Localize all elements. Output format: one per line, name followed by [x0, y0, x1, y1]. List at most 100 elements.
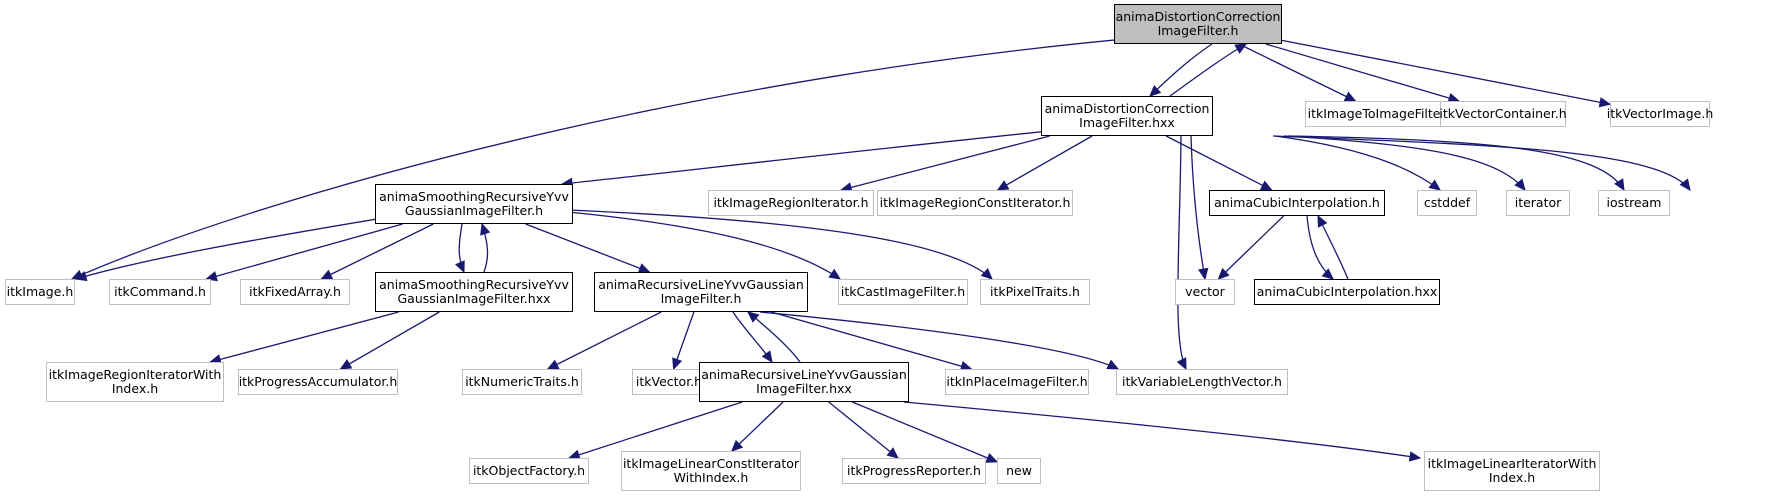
- arrowhead-root: [1234, 43, 1248, 54]
- arrowhead-itk-vector: [672, 357, 683, 371]
- node-itk-image-region-iterator-with-index[interactable]: itkImageRegionIteratorWith Index.h: [46, 362, 224, 402]
- arrowhead-line-h: [747, 311, 760, 323]
- edge-hxx-to-vector: [1190, 135, 1206, 280]
- node-new[interactable]: new: [997, 458, 1041, 484]
- edge-line-h-to-itk-numeric-traits: [547, 311, 662, 370]
- arrowhead-new: [985, 453, 999, 463]
- edge-hxx-to-cubic-h: [1165, 135, 1272, 191]
- arrowhead-itk-variable-length-vector: [1176, 357, 1187, 371]
- edge-line-h-to-itk-variable-length-vector: [759, 311, 1119, 370]
- edge-hxx-to-iterator: [1283, 135, 1526, 191]
- arrowhead-itk-image: [74, 270, 88, 282]
- edge-line-hxx-to-itk-progress-reporter: [828, 401, 899, 459]
- node-vector[interactable]: vector: [1175, 279, 1235, 305]
- edge-root-to-itk-image: [71, 32, 1198, 280]
- node-itk-progress-accumulator[interactable]: itkProgressAccumulator.h: [238, 369, 398, 395]
- edge-line-h-to-itk-in-place-image-filter: [771, 311, 972, 370]
- node-line-h[interactable]: animaRecursiveLineYvvGaussian ImageFilte…: [594, 272, 808, 312]
- edge-hxx-to-itk-image-linear-iterator-with-index: [1272, 135, 1691, 191]
- node-itk-image-region-const-iterator[interactable]: itkImageRegionConstIterator.h: [877, 190, 1073, 216]
- edge-smooth-h-to-itk-command: [206, 223, 403, 280]
- node-smooth-hxx[interactable]: animaSmoothingRecursiveYvv GaussianImage…: [375, 272, 573, 312]
- arrowhead-iterator: [1514, 178, 1526, 191]
- node-itk-fixed-array[interactable]: itkFixedArray.h: [240, 279, 350, 305]
- arrowhead-cubic-h: [1259, 180, 1273, 191]
- arrowhead-itk-image-to-image-filter: [1343, 91, 1357, 102]
- arrowhead-vector: [1198, 267, 1209, 281]
- edge-smooth-h-to-itk-cast-image-filter: [567, 211, 841, 280]
- edge-line-hxx-to-line-h: [747, 311, 801, 363]
- node-itk-image-to-image-filter[interactable]: itkImageToImageFilter.h: [1305, 101, 1459, 127]
- node-iterator[interactable]: iterator: [1506, 190, 1570, 216]
- node-itk-progress-reporter[interactable]: itkProgressReporter.h: [842, 458, 986, 484]
- node-itk-image[interactable]: itkImage.h: [5, 279, 75, 305]
- edge-smooth-h-to-itk-fixed-array: [321, 223, 434, 280]
- arrowhead-itk-progress-reporter: [886, 447, 899, 459]
- node-cubic-h[interactable]: animaCubicInterpolation.h: [1209, 190, 1385, 216]
- edge-hxx-to-cstddef: [1274, 135, 1441, 191]
- edge-hxx-to-itk-image-region-iterator: [841, 135, 1050, 191]
- edge-hxx-to-smooth-h: [561, 125, 1099, 185]
- edge-hxx-to-itk-image-region-const-iterator: [997, 135, 1093, 191]
- edge-hxx-to-iostream: [1287, 135, 1625, 191]
- node-itk-vector-container[interactable]: itkVectorContainer.h: [1439, 101, 1567, 127]
- arrowhead-itk-vector-image: [1598, 97, 1612, 108]
- edge-smooth-hxx-to-itk-progress-accumulator: [340, 311, 440, 370]
- arrowhead-iostream: [1614, 178, 1625, 192]
- edge-smooth-h-to-line-h: [525, 223, 650, 273]
- arrowhead-itk-numeric-traits: [546, 359, 560, 370]
- arrowhead-itk-image-linear-iterator-with-index: [1679, 178, 1691, 191]
- arrowhead-itk-image-linear-const-iterator-with-index: [731, 439, 744, 452]
- node-itk-cast-image-filter[interactable]: itkCastImageFilter.h: [838, 279, 968, 305]
- node-itk-vector[interactable]: itkVector.h: [632, 369, 706, 395]
- node-root[interactable]: animaDistortionCorrection ImageFilter.h: [1114, 4, 1282, 44]
- edge-root-to-itk-vector-image: [1281, 39, 1611, 105]
- node-itk-image-linear-iterator-with-index[interactable]: itkImageLinearIteratorWith Index.h: [1424, 451, 1600, 491]
- node-itk-pixel-traits[interactable]: itkPixelTraits.h: [980, 279, 1090, 305]
- edge-smooth-h-to-itk-image: [75, 216, 390, 280]
- edge-root-to-itk-vector-container: [1265, 43, 1460, 102]
- node-itk-image-linear-const-iterator-with-index[interactable]: itkImageLinearConstIterator WithIndex.h: [621, 451, 801, 491]
- node-itk-vector-image[interactable]: itkVectorImage.h: [1607, 101, 1713, 127]
- edge-cubic-h-to-vector: [1217, 215, 1285, 280]
- node-iostream[interactable]: iostream: [1598, 190, 1670, 216]
- edge-line-hxx-to-itk-object-factory: [568, 401, 743, 459]
- node-itk-in-place-image-filter[interactable]: itkInPlaceImageFilter.h: [945, 369, 1089, 395]
- arrowhead-hxx: [1149, 84, 1162, 97]
- arrowhead-itk-image-linear-iterator-with-index: [1408, 451, 1422, 462]
- arrowhead-itk-command: [205, 271, 218, 282]
- arrowhead-itk-pixel-traits: [980, 267, 993, 280]
- node-itk-command[interactable]: itkCommand.h: [109, 279, 211, 305]
- arrowhead-line-hxx: [761, 350, 773, 363]
- arrowhead-itk-cast-image-filter: [828, 268, 842, 280]
- arrowhead-cstddef: [1428, 179, 1441, 191]
- arrowhead-vector: [1217, 267, 1230, 280]
- node-line-hxx[interactable]: animaRecursiveLineYvvGaussian ImageFilte…: [699, 362, 909, 402]
- arrowhead-smooth-hxx: [455, 260, 465, 274]
- edge-line-hxx-to-new: [852, 401, 998, 463]
- edge-line-hxx-to-itk-image-linear-const-iterator-with-index: [731, 401, 784, 452]
- node-cstddef[interactable]: cstddef: [1417, 190, 1477, 216]
- node-smooth-h[interactable]: animaSmoothingRecursiveYvv GaussianImage…: [375, 184, 573, 224]
- edge-hxx-to-root: [1169, 43, 1247, 97]
- node-hxx[interactable]: animaDistortionCorrection ImageFilter.hx…: [1041, 96, 1213, 136]
- arrowhead-itk-variable-length-vector: [1106, 359, 1120, 370]
- arrowhead-itk-image-region-const-iterator: [996, 180, 1010, 191]
- arrowhead-itk-fixed-array: [320, 269, 334, 280]
- arrowhead-cubic-hxx: [1321, 268, 1334, 280]
- edge-root-to-itk-image-to-image-filter: [1238, 43, 1356, 102]
- edge-line-hxx-to-itk-image-linear-iterator-with-index: [903, 401, 1421, 459]
- node-itk-object-factory[interactable]: itkObjectFactory.h: [469, 458, 589, 484]
- arrowhead-smooth-h: [480, 222, 491, 236]
- node-itk-numeric-traits[interactable]: itkNumericTraits.h: [462, 369, 582, 395]
- node-itk-variable-length-vector[interactable]: itkVariableLengthVector.h: [1116, 369, 1288, 395]
- arrowhead-itk-progress-accumulator: [339, 359, 353, 370]
- edge-hxx-to-itk-variable-length-vector: [1177, 135, 1187, 370]
- node-itk-image-region-iterator[interactable]: itkImageRegionIterator.h: [708, 190, 874, 216]
- node-cubic-hxx[interactable]: animaCubicInterpolation.hxx: [1254, 279, 1440, 305]
- edge-smooth-h-to-itk-pixel-traits: [567, 209, 993, 280]
- edge-smooth-hxx-to-itk-image-region-iterator-with-index: [210, 311, 399, 363]
- arrowhead-cubic-h: [1317, 214, 1328, 228]
